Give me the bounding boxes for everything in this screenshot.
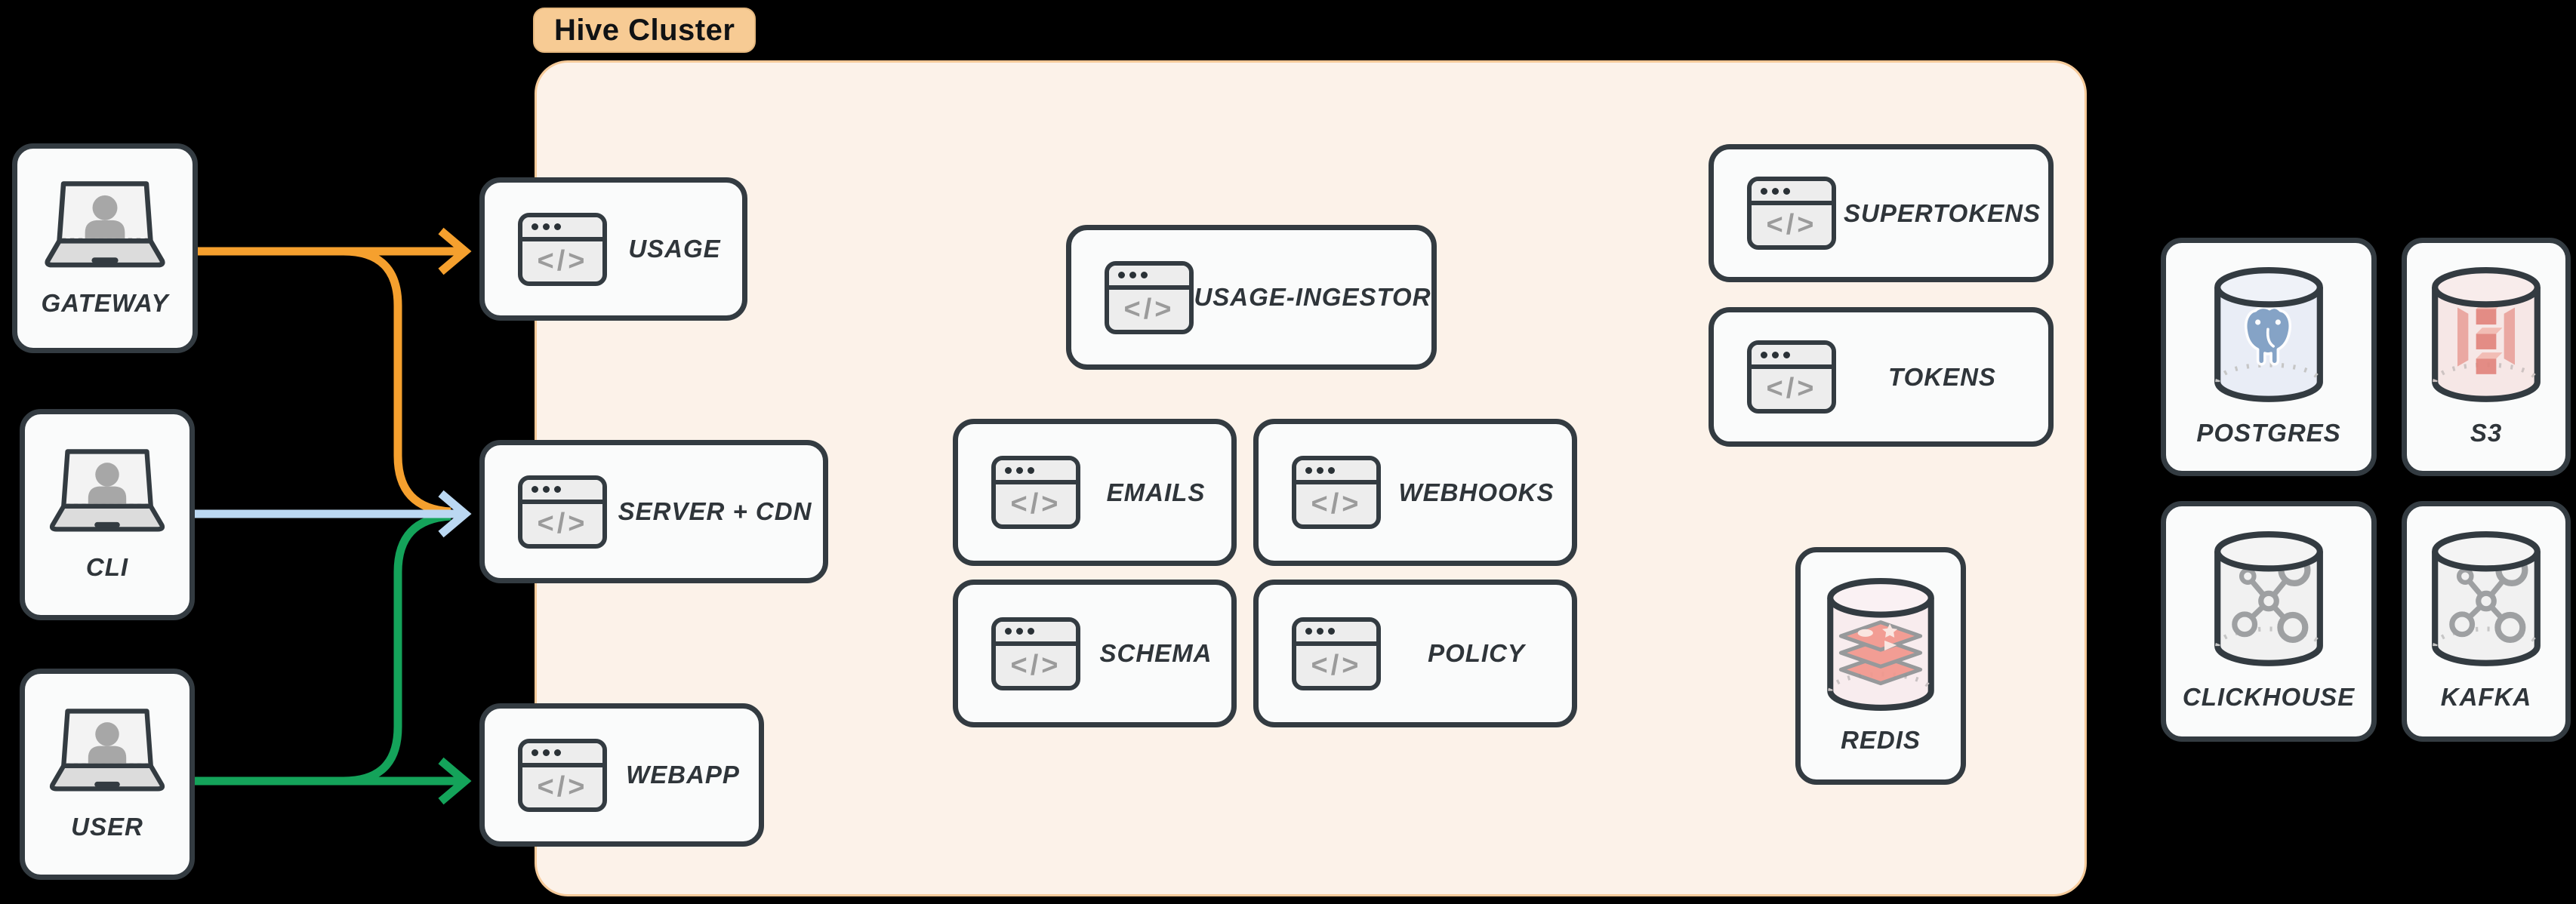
client-node-gateway: GATEWAY	[12, 143, 198, 353]
service-label: POLICY	[1428, 639, 1525, 667]
laptop-user-icon	[49, 449, 165, 532]
service-node-emails: </> EMAILS	[953, 419, 1237, 566]
edge-gateway-to-usage-arrowhead	[438, 227, 472, 275]
service-label: EMAILS	[1106, 478, 1206, 506]
window-titlebar	[522, 217, 602, 241]
code-window-icon: </>	[1747, 340, 1836, 414]
window-titlebar	[1296, 460, 1376, 484]
datastore-label: S3	[2470, 418, 2503, 447]
code-window-icon: </>	[1292, 617, 1381, 690]
service-label: SUPERTOKENS	[1843, 198, 2041, 227]
laptop-user-icon	[49, 709, 165, 792]
service-node-server-cdn: </> SERVER + CDN	[479, 440, 828, 583]
datastore-label: CLICKHOUSE	[2182, 683, 2356, 711]
service-node-schema: </> SCHEMA	[953, 580, 1237, 727]
window-dots-icon	[532, 223, 538, 230]
code-glyph-icon: </>	[1123, 293, 1175, 325]
datastore-node-clickhouse: CLICKHOUSE	[2161, 501, 2377, 742]
edge-gateway-to-server-cdn	[198, 247, 451, 516]
code-glyph-icon: </>	[537, 507, 588, 540]
code-window-icon: </>	[991, 456, 1080, 529]
laptop-user-icon	[45, 180, 165, 267]
client-node-user: USER	[20, 669, 195, 880]
edge-user-to-webapp-arrowhead	[438, 757, 472, 805]
code-glyph-icon: </>	[1311, 488, 1362, 520]
cluster-label: Hive Cluster	[533, 8, 756, 53]
service-node-webhooks: </> WEBHOOKS	[1253, 419, 1577, 566]
code-glyph-icon: </>	[1311, 649, 1362, 681]
kafka-database-icon	[2432, 531, 2541, 666]
code-glyph-icon: </>	[537, 770, 588, 803]
window-titlebar	[996, 621, 1076, 646]
code-window-icon: </>	[518, 475, 607, 549]
code-window-icon: </>	[1105, 260, 1194, 334]
edge-cli-to-server-cdn-arrowhead	[438, 490, 472, 538]
service-label: USAGE-INGESTOR	[1194, 283, 1431, 311]
s3-bucket-icon	[2432, 266, 2541, 402]
window-titlebar	[1752, 181, 1832, 205]
service-label: REDIS	[1841, 725, 1921, 754]
code-glyph-icon: </>	[1766, 373, 1817, 404]
postgres-database-icon	[2214, 266, 2323, 402]
window-dots-icon	[1305, 466, 1312, 474]
window-titlebar	[1109, 265, 1189, 290]
service-label: WEBAPP	[626, 761, 740, 789]
service-label: USAGE	[628, 235, 721, 263]
service-node-policy: </> POLICY	[1253, 580, 1577, 727]
client-label: USER	[71, 813, 143, 841]
window-titlebar	[522, 743, 602, 767]
code-window-icon: </>	[1292, 456, 1381, 529]
service-node-webapp: </> WEBAPP	[479, 703, 764, 847]
datastore-node-kafka: KAFKA	[2402, 501, 2571, 742]
redis-database-icon	[1827, 577, 1934, 711]
datastore-label: POSTGRES	[2196, 418, 2341, 447]
window-titlebar	[522, 479, 602, 504]
code-window-icon: </>	[518, 212, 607, 286]
datastore-node-postgres: POSTGRES	[2161, 238, 2377, 476]
datastore-label: KAFKA	[2440, 683, 2532, 711]
datastore-node-s3: S3	[2402, 238, 2571, 476]
code-glyph-icon: </>	[537, 244, 588, 277]
window-dots-icon	[1005, 466, 1012, 474]
service-node-supertokens: </> SUPERTOKENS	[1709, 144, 2054, 282]
window-titlebar	[1296, 621, 1376, 646]
service-node-usage-ingestor: </> USAGE-INGESTOR	[1066, 225, 1437, 370]
service-node-usage: </> USAGE	[479, 177, 747, 321]
service-label: WEBHOOKS	[1398, 478, 1555, 506]
window-dots-icon	[1305, 628, 1312, 635]
window-dots-icon	[532, 749, 538, 756]
window-dots-icon	[1005, 628, 1012, 635]
service-node-tokens: </> TOKENS	[1709, 307, 2054, 447]
service-label: TOKENS	[1888, 362, 1996, 391]
service-node-redis: REDIS	[1795, 547, 1966, 785]
code-glyph-icon: </>	[1766, 209, 1817, 241]
code-window-icon: </>	[518, 738, 607, 812]
service-label: SCHEMA	[1099, 639, 1213, 667]
client-label: CLI	[85, 553, 129, 581]
window-dots-icon	[532, 486, 538, 493]
clickhouse-database-icon	[2214, 531, 2323, 666]
code-glyph-icon: </>	[1010, 488, 1062, 520]
code-window-icon: </>	[991, 617, 1080, 690]
window-titlebar	[996, 460, 1076, 484]
client-label: GATEWAY	[41, 288, 169, 317]
edge-user-to-server-cdn	[195, 512, 451, 786]
window-titlebar	[1752, 345, 1832, 369]
code-window-icon: </>	[1747, 177, 1836, 250]
window-dots-icon	[1118, 272, 1125, 278]
code-glyph-icon: </>	[1010, 649, 1062, 681]
window-dots-icon	[1761, 187, 1767, 195]
window-dots-icon	[1761, 351, 1767, 358]
client-node-cli: CLI	[20, 409, 195, 620]
service-label: SERVER + CDN	[618, 497, 812, 525]
